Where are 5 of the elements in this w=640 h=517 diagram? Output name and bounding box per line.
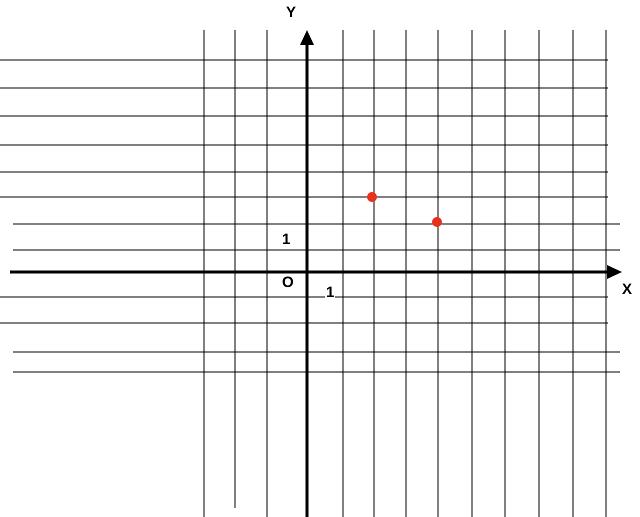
axis-label: Y (285, 5, 298, 20)
axis-label: X (621, 282, 634, 297)
axis-label: 1 (281, 232, 292, 247)
axis-label: 1 (325, 285, 336, 300)
axis-label: O (281, 275, 295, 290)
